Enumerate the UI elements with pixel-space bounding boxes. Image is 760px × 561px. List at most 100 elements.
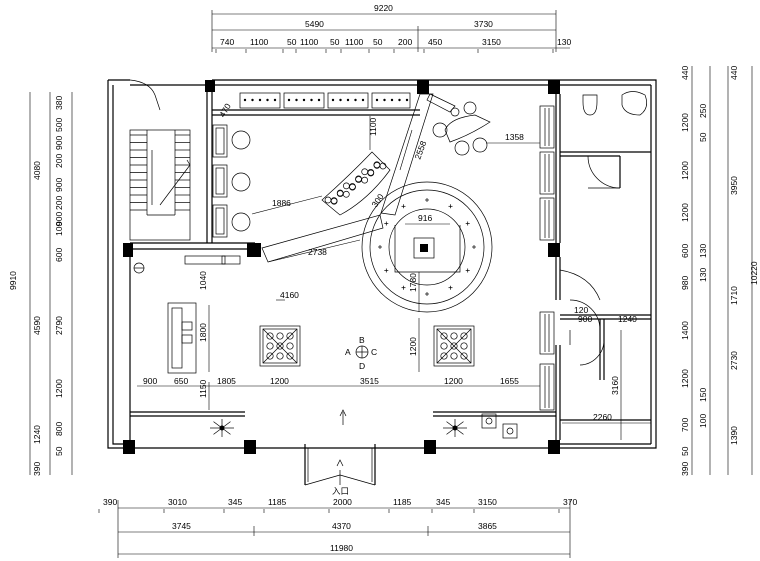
dims.bottom_inner: 345 — [228, 497, 242, 507]
dims.right_inner_a: 440 — [680, 66, 690, 80]
column — [417, 80, 429, 94]
dim-bottom-outer: 11980 — [330, 543, 353, 553]
display-stool — [231, 212, 251, 232]
display-stool — [231, 130, 251, 150]
marker-a: A — [345, 347, 351, 357]
dim-left-mid-a: 4080 — [32, 161, 42, 180]
dims.bottom_inner: 3150 — [478, 497, 497, 507]
dim-label: 3515 — [360, 376, 379, 386]
column-light — [133, 262, 145, 274]
toilet — [582, 94, 598, 116]
dim-label: 1100 — [368, 117, 378, 136]
dims.bottom_inner: 345 — [436, 497, 450, 507]
dim-label: 1800 — [198, 323, 208, 342]
dims.left_inner: 500 — [54, 118, 64, 132]
dim-label: 1886 — [272, 198, 291, 208]
dim-left-mid-d: 390 — [32, 462, 42, 476]
dim-label: 120 — [574, 305, 588, 315]
dims.top_inner: 1100 — [300, 37, 319, 47]
dims.right_inner_a: 700 — [680, 418, 690, 432]
dims.left_inner: 2790 — [54, 316, 64, 335]
dim-right-mid-a: 440 — [729, 66, 739, 80]
potted-plants — [210, 413, 518, 439]
dims.left_inner: 600 — [54, 248, 64, 262]
dim-label: 1040 — [198, 271, 208, 290]
dims.left_inner: 900 — [54, 212, 64, 226]
dims.left_inner: 200 — [54, 196, 64, 210]
dim-bottom-mid-a: 3745 — [172, 521, 191, 531]
entrance-label: 入口 — [332, 486, 349, 496]
dim-top-outer: 9220 — [374, 3, 393, 13]
doors — [559, 155, 621, 366]
display-stool — [231, 172, 251, 192]
dims.left_inner: 800 — [54, 422, 64, 436]
dims.top_inner: 3150 — [482, 37, 501, 47]
dim-label: 1200 — [270, 376, 289, 386]
display-table — [433, 325, 475, 367]
dim-right-mid-c: 1710 — [729, 286, 739, 305]
washbasin — [621, 91, 647, 116]
dim-label: 1240 — [618, 314, 637, 324]
dim-label: 2738 — [308, 247, 327, 257]
dim-left-mid-c: 1240 — [32, 425, 42, 444]
display-cabinet — [371, 92, 411, 109]
dims.right_inner_a: 390 — [680, 462, 690, 476]
dim-label: 900 — [143, 376, 157, 386]
dims.top_inner: 1100 — [250, 37, 269, 47]
dims.top_inner: 50 — [373, 37, 383, 47]
dims.right_inner_a: 50 — [680, 446, 690, 456]
dims.right_inner_a: 1400 — [680, 321, 690, 340]
column — [244, 440, 256, 454]
column — [548, 80, 560, 94]
dim-top-mid-b: 3730 — [474, 19, 493, 29]
dim-right-mid-d: 2730 — [729, 351, 739, 370]
dims.right_inner_b: 100 — [698, 414, 708, 428]
column — [123, 243, 133, 257]
dim-label: 1805 — [217, 376, 236, 386]
dims.right_inner_a: 980 — [680, 276, 690, 290]
curved-display-counter — [321, 151, 391, 216]
dims.right_inner_b: 130 — [698, 244, 708, 258]
dims.bottom_inner: 1185 — [393, 497, 412, 507]
outer-walls — [107, 79, 657, 449]
dim-right-mid-e: 1390 — [729, 426, 739, 445]
column — [548, 440, 560, 454]
dims.left_inner: 100 — [54, 222, 64, 236]
display-cabinet — [283, 92, 325, 109]
dims.right_inner_b: 250 — [698, 104, 708, 118]
dims.left_inner: 50 — [54, 446, 64, 456]
dim-label: 1655 — [500, 376, 519, 386]
dim-label: 470 — [217, 101, 233, 119]
dim-label: 2260 — [593, 412, 612, 422]
floor-lamp — [481, 413, 497, 429]
dim-right-mid-b: 3950 — [729, 176, 739, 195]
marker-d: D — [359, 361, 365, 371]
dims.bottom_inner: 390 — [103, 497, 117, 507]
circular-display-platform — [361, 181, 493, 313]
dim-label: 1150 — [198, 379, 208, 398]
dim-bottom-mid-b: 4370 — [332, 521, 351, 531]
display-cabinet — [239, 92, 281, 109]
left-counter — [167, 302, 197, 374]
dim-label: 4160 — [280, 290, 299, 300]
dims.top_inner: 200 — [398, 37, 412, 47]
dims.left_inner: 200 — [54, 154, 64, 168]
dim-left-mid-b: 4590 — [32, 316, 42, 335]
column — [123, 440, 135, 454]
dims.bottom_inner: 1185 — [268, 497, 287, 507]
marker-b: B — [359, 335, 365, 345]
dims.right_inner_a: 1200 — [680, 203, 690, 222]
display-table — [436, 328, 472, 364]
dims.left_inner: 900 — [54, 178, 64, 192]
lounge-chair — [432, 122, 448, 138]
dim-left-outer: 9910 — [8, 271, 18, 290]
dim-label: 650 — [174, 376, 188, 386]
column — [424, 440, 436, 454]
dim-label: 3160 — [610, 376, 620, 395]
display-cabinet — [327, 92, 369, 109]
dim-label: 1358 — [505, 132, 524, 142]
dim-label: 1780 — [408, 273, 418, 292]
dims.top_inner: 1100 — [345, 37, 364, 47]
